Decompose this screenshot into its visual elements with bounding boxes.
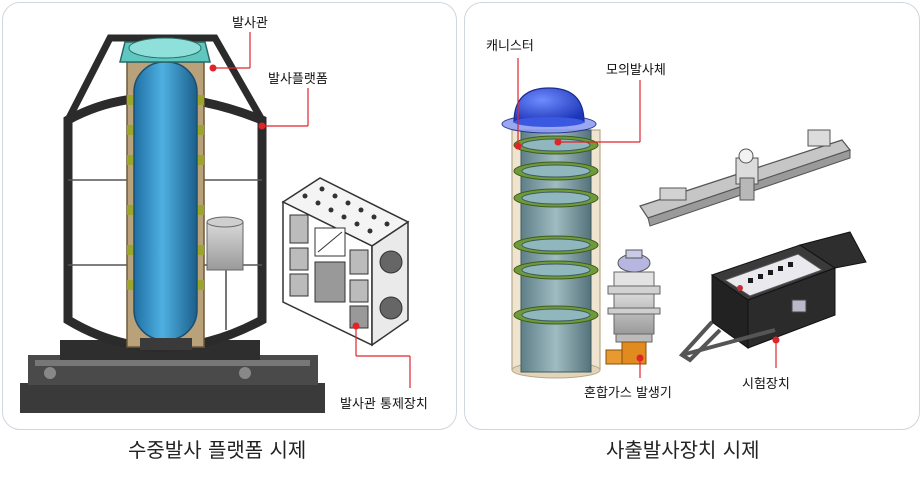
- label-canister: 캐니스터: [486, 39, 534, 54]
- control-unit-illustration: [281, 177, 410, 347]
- label-control-unit: 발사관 통제장치: [340, 397, 428, 412]
- caption-underwater-launch-platform: 수중발사 플랫폼 시제: [128, 438, 307, 462]
- label-launch-tube: 발사관: [232, 16, 268, 31]
- launch-tube: [133, 61, 198, 341]
- test-equipment-illustration: [678, 231, 867, 363]
- label-mock-vehicle: 모의발사체: [606, 63, 666, 78]
- label-test-equipment: 시험장치: [742, 377, 790, 392]
- caption-ejection-launcher: 사출발사장치 시제: [606, 438, 760, 462]
- right-leader-lines: [514, 58, 780, 378]
- gas-generator-body: [621, 341, 647, 365]
- launch-platform-illustration: [20, 34, 325, 413]
- gas-generator-illustration: [605, 249, 661, 365]
- platform-base: [20, 383, 325, 413]
- launcher-rail-illustration: [639, 129, 852, 227]
- mock-vehicle-dome: [513, 87, 585, 123]
- left-leader-lines: [209, 32, 411, 388]
- label-gas-generator: 혼합가스 발생기: [584, 386, 672, 401]
- canister-illustration: [501, 87, 601, 379]
- label-launch-platform: 발사플랫폼: [268, 72, 328, 87]
